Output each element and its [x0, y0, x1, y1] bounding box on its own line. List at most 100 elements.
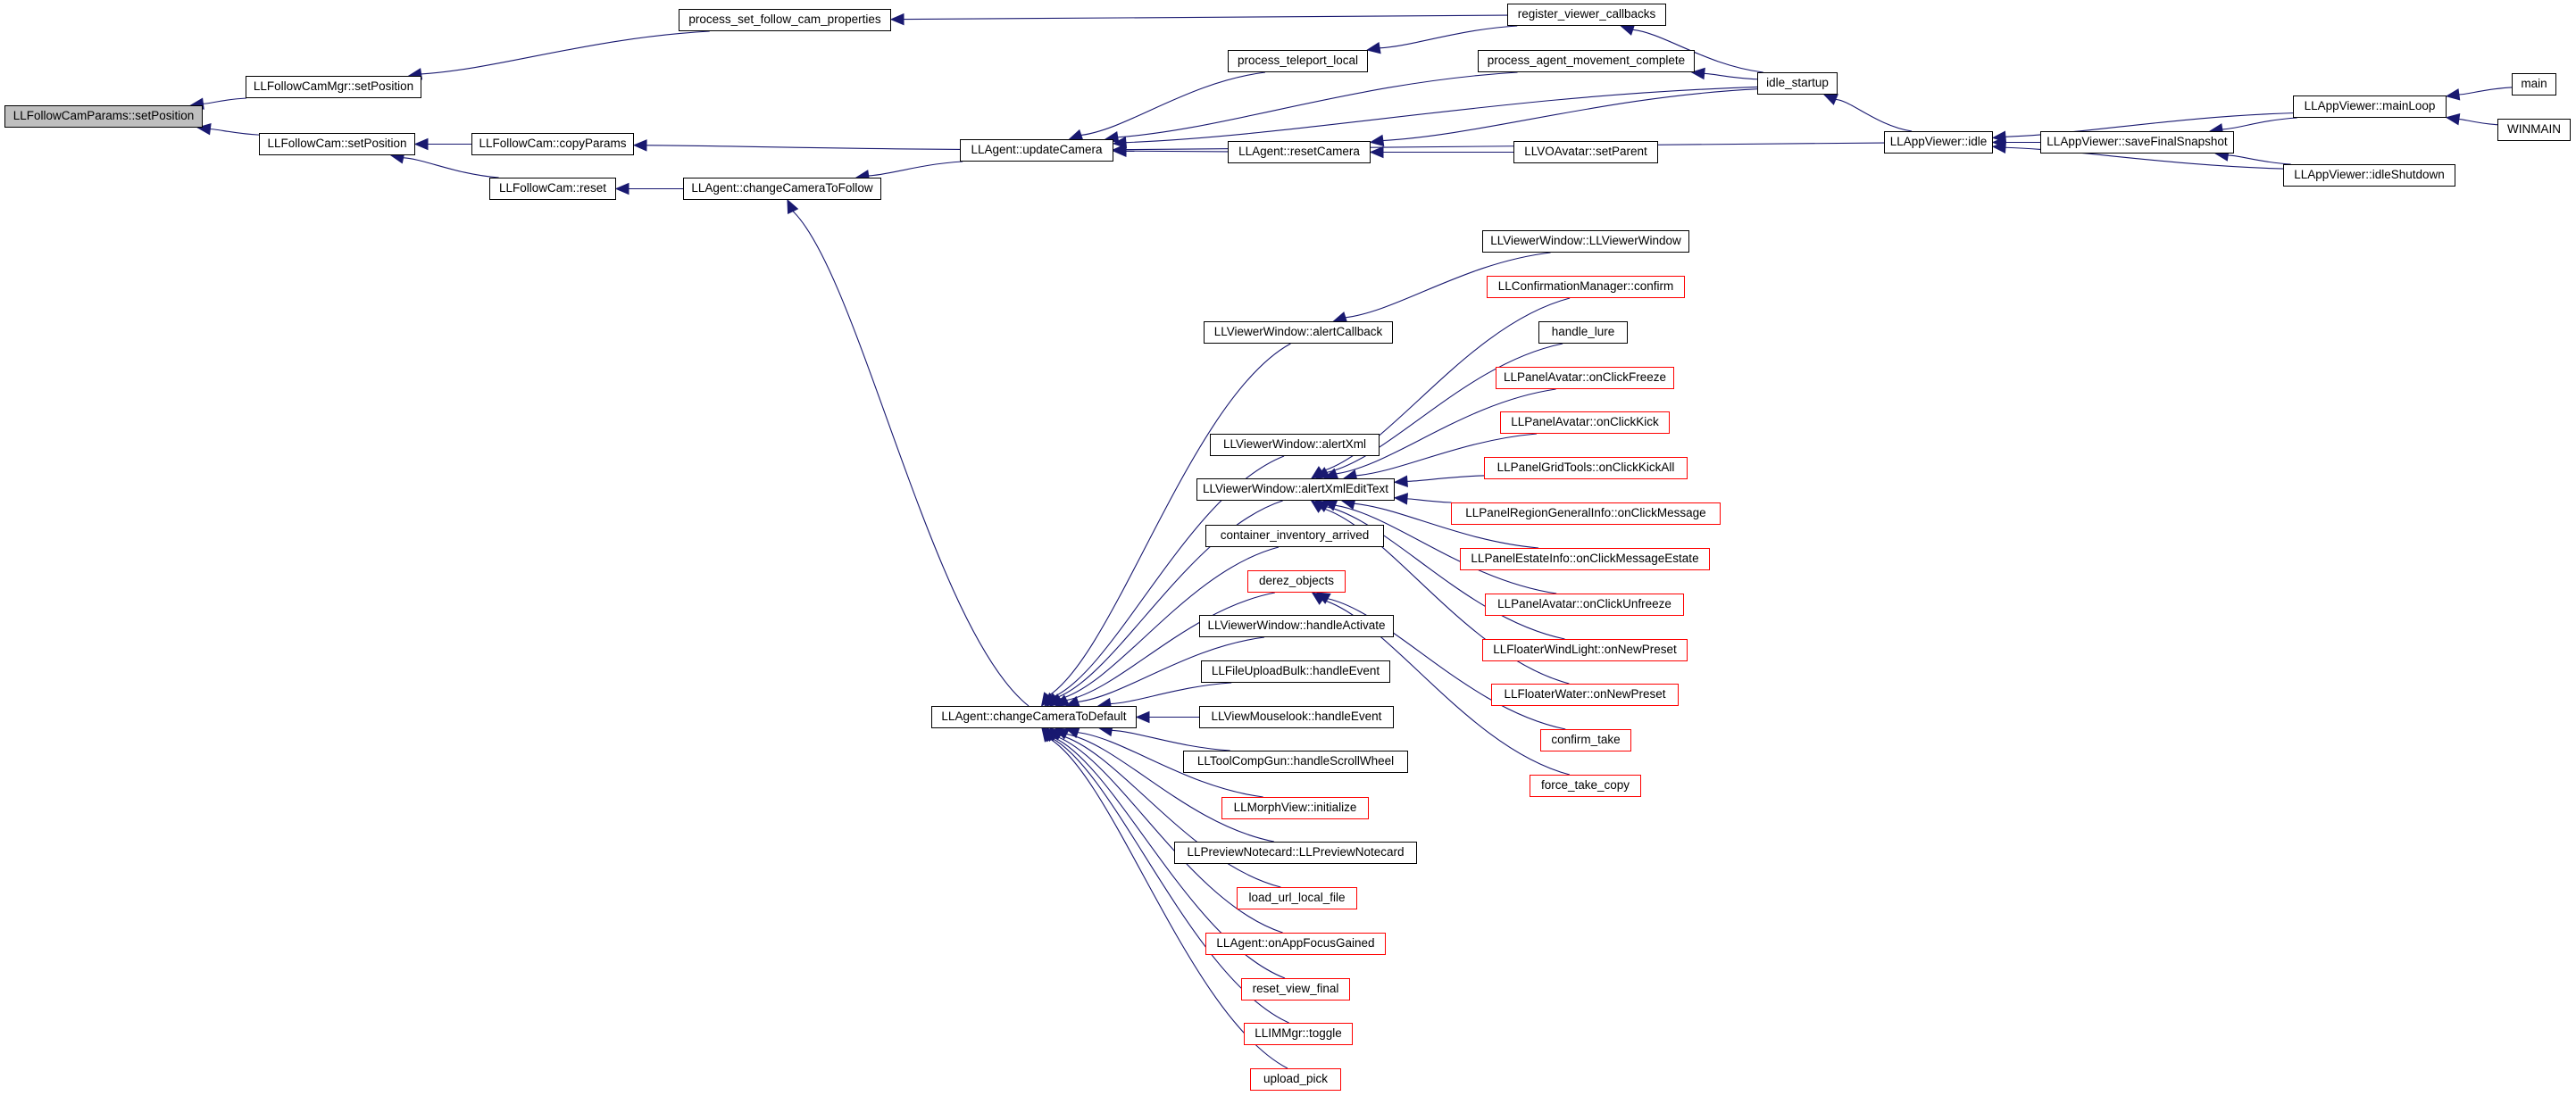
node-llpreviewnotecard-llpreviewnotecard[interactable]: LLPreviewNotecard::LLPreviewNotecard	[1174, 842, 1417, 864]
node-llappviewer-idleshutdown[interactable]: LLAppViewer::idleShutdown	[2283, 164, 2455, 187]
node-winmain[interactable]: WINMAIN	[2497, 119, 2571, 141]
node-llviewerwindow-llviewerwindow[interactable]: LLViewerWindow::LLViewerWindow	[1482, 230, 1689, 253]
call-edge-idle_startup-to-rcam	[1382, 88, 1758, 142]
call-edge-cia-to-ctd	[1060, 546, 1280, 700]
call-edge-arrowhead	[1311, 592, 1327, 605]
call-edge-tel-to-upd	[1080, 71, 1266, 137]
call-edge-arrowhead	[413, 137, 429, 151]
call-edge-arrowhead	[1991, 141, 2006, 154]
call-edge-pei-to-alert_xml_edit	[1354, 502, 1539, 549]
node-llfollowcam-setposition[interactable]: LLFollowCam::setPosition	[259, 133, 415, 155]
call-edge-arrowhead	[614, 182, 629, 195]
node-llappviewer-idle[interactable]: LLAppViewer::idle	[1884, 131, 1993, 154]
call-edge-pfc-to-mgr_setpos	[421, 30, 710, 75]
call-edge-arrowhead	[632, 139, 647, 152]
node-llfollowcam-reset[interactable]: LLFollowCam::reset	[489, 178, 616, 200]
call-edge-rvc-to-pfc	[903, 14, 1508, 21]
call-edge-lul-to-ctd	[1060, 735, 1281, 888]
node-llpanelestateinfo-onclickmessageestate[interactable]: LLPanelEstateInfo::onClickMessageEstate	[1460, 548, 1710, 570]
node-llpanelgridtools-onclickkickall[interactable]: LLPanelGridTools::onClickKickAll	[1484, 457, 1688, 479]
node-llimmgr-toggle[interactable]: LLIMMgr::toggle	[1244, 1023, 1353, 1045]
call-edge-idle_shutdown-to-sfs	[2228, 154, 2291, 165]
call-edge-mvi-to-ctd	[1077, 732, 1263, 798]
call-edge-arrowhead	[1310, 500, 1326, 513]
call-edge-upd-to-cam_copy	[646, 145, 961, 150]
call-edge-prgi-to-alert_xml_edit	[1406, 498, 1452, 503]
call-edge-pa_kick-to-alert_xml_edit	[1355, 433, 1538, 477]
node-container-inventory-arrived[interactable]: container_inventory_arrived	[1205, 525, 1384, 547]
call-edge-idle_startup-to-upd	[1125, 86, 1758, 144]
node-main[interactable]: main	[2512, 73, 2556, 95]
call-edge-arrowhead	[2445, 88, 2461, 101]
node-llfollowcammgr-setposition[interactable]: LLFollowCamMgr::setPosition	[246, 76, 421, 98]
call-edge-arrowhead	[1055, 694, 1071, 707]
node-load-url-local-file[interactable]: load_url_local_file	[1237, 887, 1357, 909]
node-llpanelavatar-onclickunfreeze[interactable]: LLPanelAvatar::onClickUnfreeze	[1485, 594, 1684, 616]
call-edge-cam_reset-to-cam_setpos	[403, 157, 499, 179]
node-handle-lure[interactable]: handle_lure	[1538, 321, 1628, 344]
node-llpanelavatar-onclickkick[interactable]: LLPanelAvatar::onClickKick	[1500, 411, 1670, 434]
node-llpanelavatar-onclickfreeze[interactable]: LLPanelAvatar::onClickFreeze	[1496, 367, 1674, 389]
node-lltoolcompgun-handlescrollwheel[interactable]: LLToolCompGun::handleScrollWheel	[1183, 751, 1408, 773]
node-llfileuploadbulk-handleevent[interactable]: LLFileUploadBulk::handleEvent	[1201, 660, 1390, 683]
node-force-take-copy[interactable]: force_take_copy	[1530, 775, 1641, 797]
node-llfloaterwater-onnewpreset[interactable]: LLFloaterWater::onNewPreset	[1491, 684, 1679, 706]
call-edge-arrowhead	[1314, 467, 1330, 479]
node-llvoavatar-setparent[interactable]: LLVOAvatar::setParent	[1513, 141, 1658, 163]
call-edge-arrowhead	[1991, 130, 2007, 143]
call-edge-arrowhead	[1135, 710, 1150, 724]
call-edge-arrowhead	[1369, 134, 1385, 147]
node-llviewerwindow-handleactivate[interactable]: LLViewerWindow::handleActivate	[1199, 615, 1394, 637]
node-reset-view-final[interactable]: reset_view_final	[1241, 978, 1350, 1001]
node-process-set-follow-cam-properties[interactable]: process_set_follow_cam_properties	[679, 9, 891, 31]
call-edge-hlure-to-alert_xml_edit	[1327, 343, 1563, 473]
call-edge-oafg-to-ctd	[1055, 735, 1283, 934]
call-edge-fub-to-ctd	[1110, 682, 1232, 705]
node-llappviewer-mainloop[interactable]: LLAppViewer::mainLoop	[2293, 95, 2447, 118]
node-llappviewer-savefinalsnapshot[interactable]: LLAppViewer::saveFinalSnapshot	[2040, 131, 2234, 154]
node-llpanelregiongeneralinfo-onclickmessage[interactable]: LLPanelRegionGeneralInfo::onClickMessage	[1451, 502, 1721, 525]
call-edge-rvf-to-ctd	[1053, 736, 1286, 979]
node-llagent-changecameratofollow[interactable]: LLAgent::changeCameraToFollow	[683, 178, 881, 200]
call-edge-tcg-to-ctd	[1112, 729, 1230, 751]
node-llconfirmationmanager-confirm[interactable]: LLConfirmationManager::confirm	[1487, 276, 1685, 298]
node-llmorphview-initialize[interactable]: LLMorphView::initialize	[1221, 797, 1369, 819]
node-llagent-changecameratodefault[interactable]: LLAgent::changeCameraToDefault	[931, 706, 1137, 728]
call-edge-arrowhead	[1366, 42, 1381, 54]
call-edge-cmc-to-alert_xml_edit	[1321, 297, 1571, 472]
node-derez-objects[interactable]: derez_objects	[1247, 570, 1346, 593]
call-edge-rvc-to-tel	[1380, 25, 1518, 49]
call-edge-winmain-to-mainloop	[2458, 119, 2498, 126]
node-process-teleport-local[interactable]: process_teleport_local	[1228, 50, 1368, 72]
node-llagent-onappfocusgained[interactable]: LLAgent::onAppFocusGained	[1205, 933, 1386, 955]
node-llfloaterwindlight-onnewpreset[interactable]: LLFloaterWindLight::onNewPreset	[1482, 639, 1688, 661]
node-llfollowcam-copyparams[interactable]: LLFollowCam::copyParams	[471, 133, 634, 155]
node-llviewerwindow-alertxml[interactable]: LLViewerWindow::alertXml	[1210, 434, 1380, 456]
call-edge-mainloop-to-app_idle	[2005, 112, 2294, 137]
node-upload-pick[interactable]: upload_pick	[1250, 1068, 1341, 1091]
call-edge-arrowhead	[1393, 475, 1408, 487]
call-edge-ctk-to-derez	[1327, 598, 1566, 730]
call-edge-arrowhead	[889, 12, 905, 26]
node-llagent-updatecamera[interactable]: LLAgent::updateCamera	[960, 139, 1113, 162]
call-edge-pgt-to-alert_xml_edit	[1406, 475, 1485, 482]
node-idle-startup[interactable]: idle_startup	[1757, 72, 1838, 95]
call-edge-ftc-to-derez	[1321, 599, 1570, 776]
node-llagent-resetcamera[interactable]: LLAgent::resetCamera	[1228, 141, 1371, 163]
node-llviewerwindow-alertcallback[interactable]: LLViewerWindow::alertCallback	[1204, 321, 1393, 344]
node-llviewmouselook-handleevent[interactable]: LLViewMouselook::handleEvent	[1199, 706, 1394, 728]
call-edge-arrowhead	[1620, 24, 1636, 36]
node-process-agent-movement-complete[interactable]: process_agent_movement_complete	[1478, 50, 1695, 72]
call-edge-fwl-to-alert_xml_edit	[1326, 506, 1565, 640]
call-edge-alert_xml_edit-to-ctd	[1055, 500, 1283, 699]
call-edge-arrowhead	[1369, 145, 1384, 159]
node-llfollowcamparams-setposition: LLFollowCamParams::setPosition	[4, 105, 203, 128]
call-edge-arrowhead	[787, 198, 799, 214]
call-edge-rcam-to-upd	[1125, 150, 1229, 153]
node-register-viewer-callbacks[interactable]: register_viewer_callbacks	[1507, 4, 1666, 26]
node-confirm-take[interactable]: confirm_take	[1540, 729, 1631, 751]
node-llviewerwindow-alertxmledittext[interactable]: LLViewerWindow::alertXmlEditText	[1196, 478, 1395, 501]
call-edge-arrowhead	[2445, 112, 2461, 126]
call-edge-fw-to-alert_xml_edit	[1321, 507, 1570, 685]
call-edge-pa_unfreeze-to-alert_xml_edit	[1335, 504, 1557, 594]
